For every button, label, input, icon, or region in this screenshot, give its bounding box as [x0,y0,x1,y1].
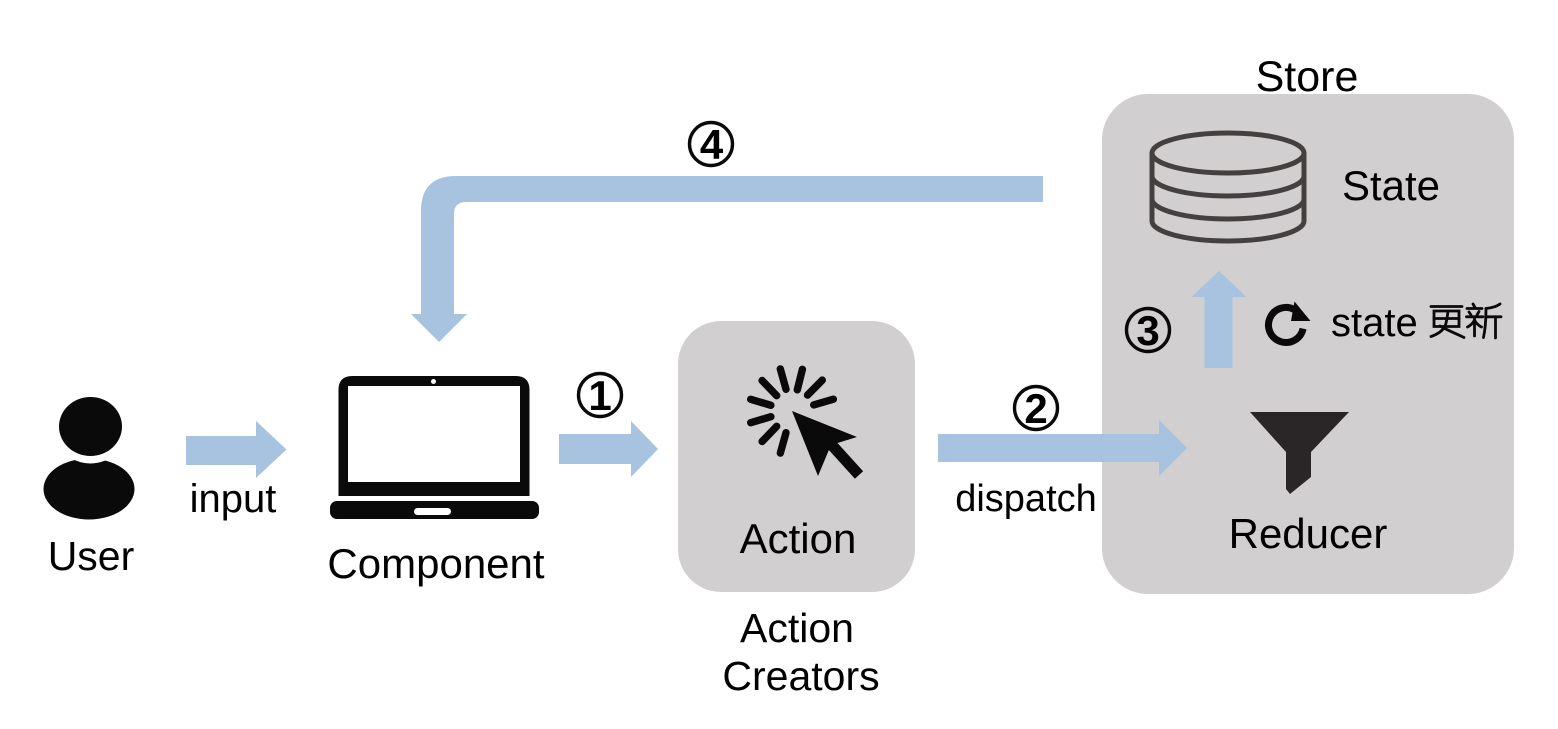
svg-text:State: State [1342,162,1440,209]
svg-text:Action: Action [740,515,857,562]
svg-text:3: 3 [1136,307,1159,354]
svg-text:4: 4 [700,121,724,168]
svg-text:Reducer: Reducer [1229,510,1388,557]
svg-text:1: 1 [588,372,611,419]
svg-text:Action: Action [740,605,854,651]
svg-text:Component: Component [327,540,544,587]
svg-text:Creators: Creators [722,653,879,699]
svg-text:input: input [190,477,277,521]
svg-text:2: 2 [1024,385,1047,432]
svg-text:state: state [1331,301,1418,345]
svg-text:Store: Store [1256,53,1359,101]
svg-text:dispatch: dispatch [955,478,1097,520]
svg-text:User: User [48,533,135,579]
